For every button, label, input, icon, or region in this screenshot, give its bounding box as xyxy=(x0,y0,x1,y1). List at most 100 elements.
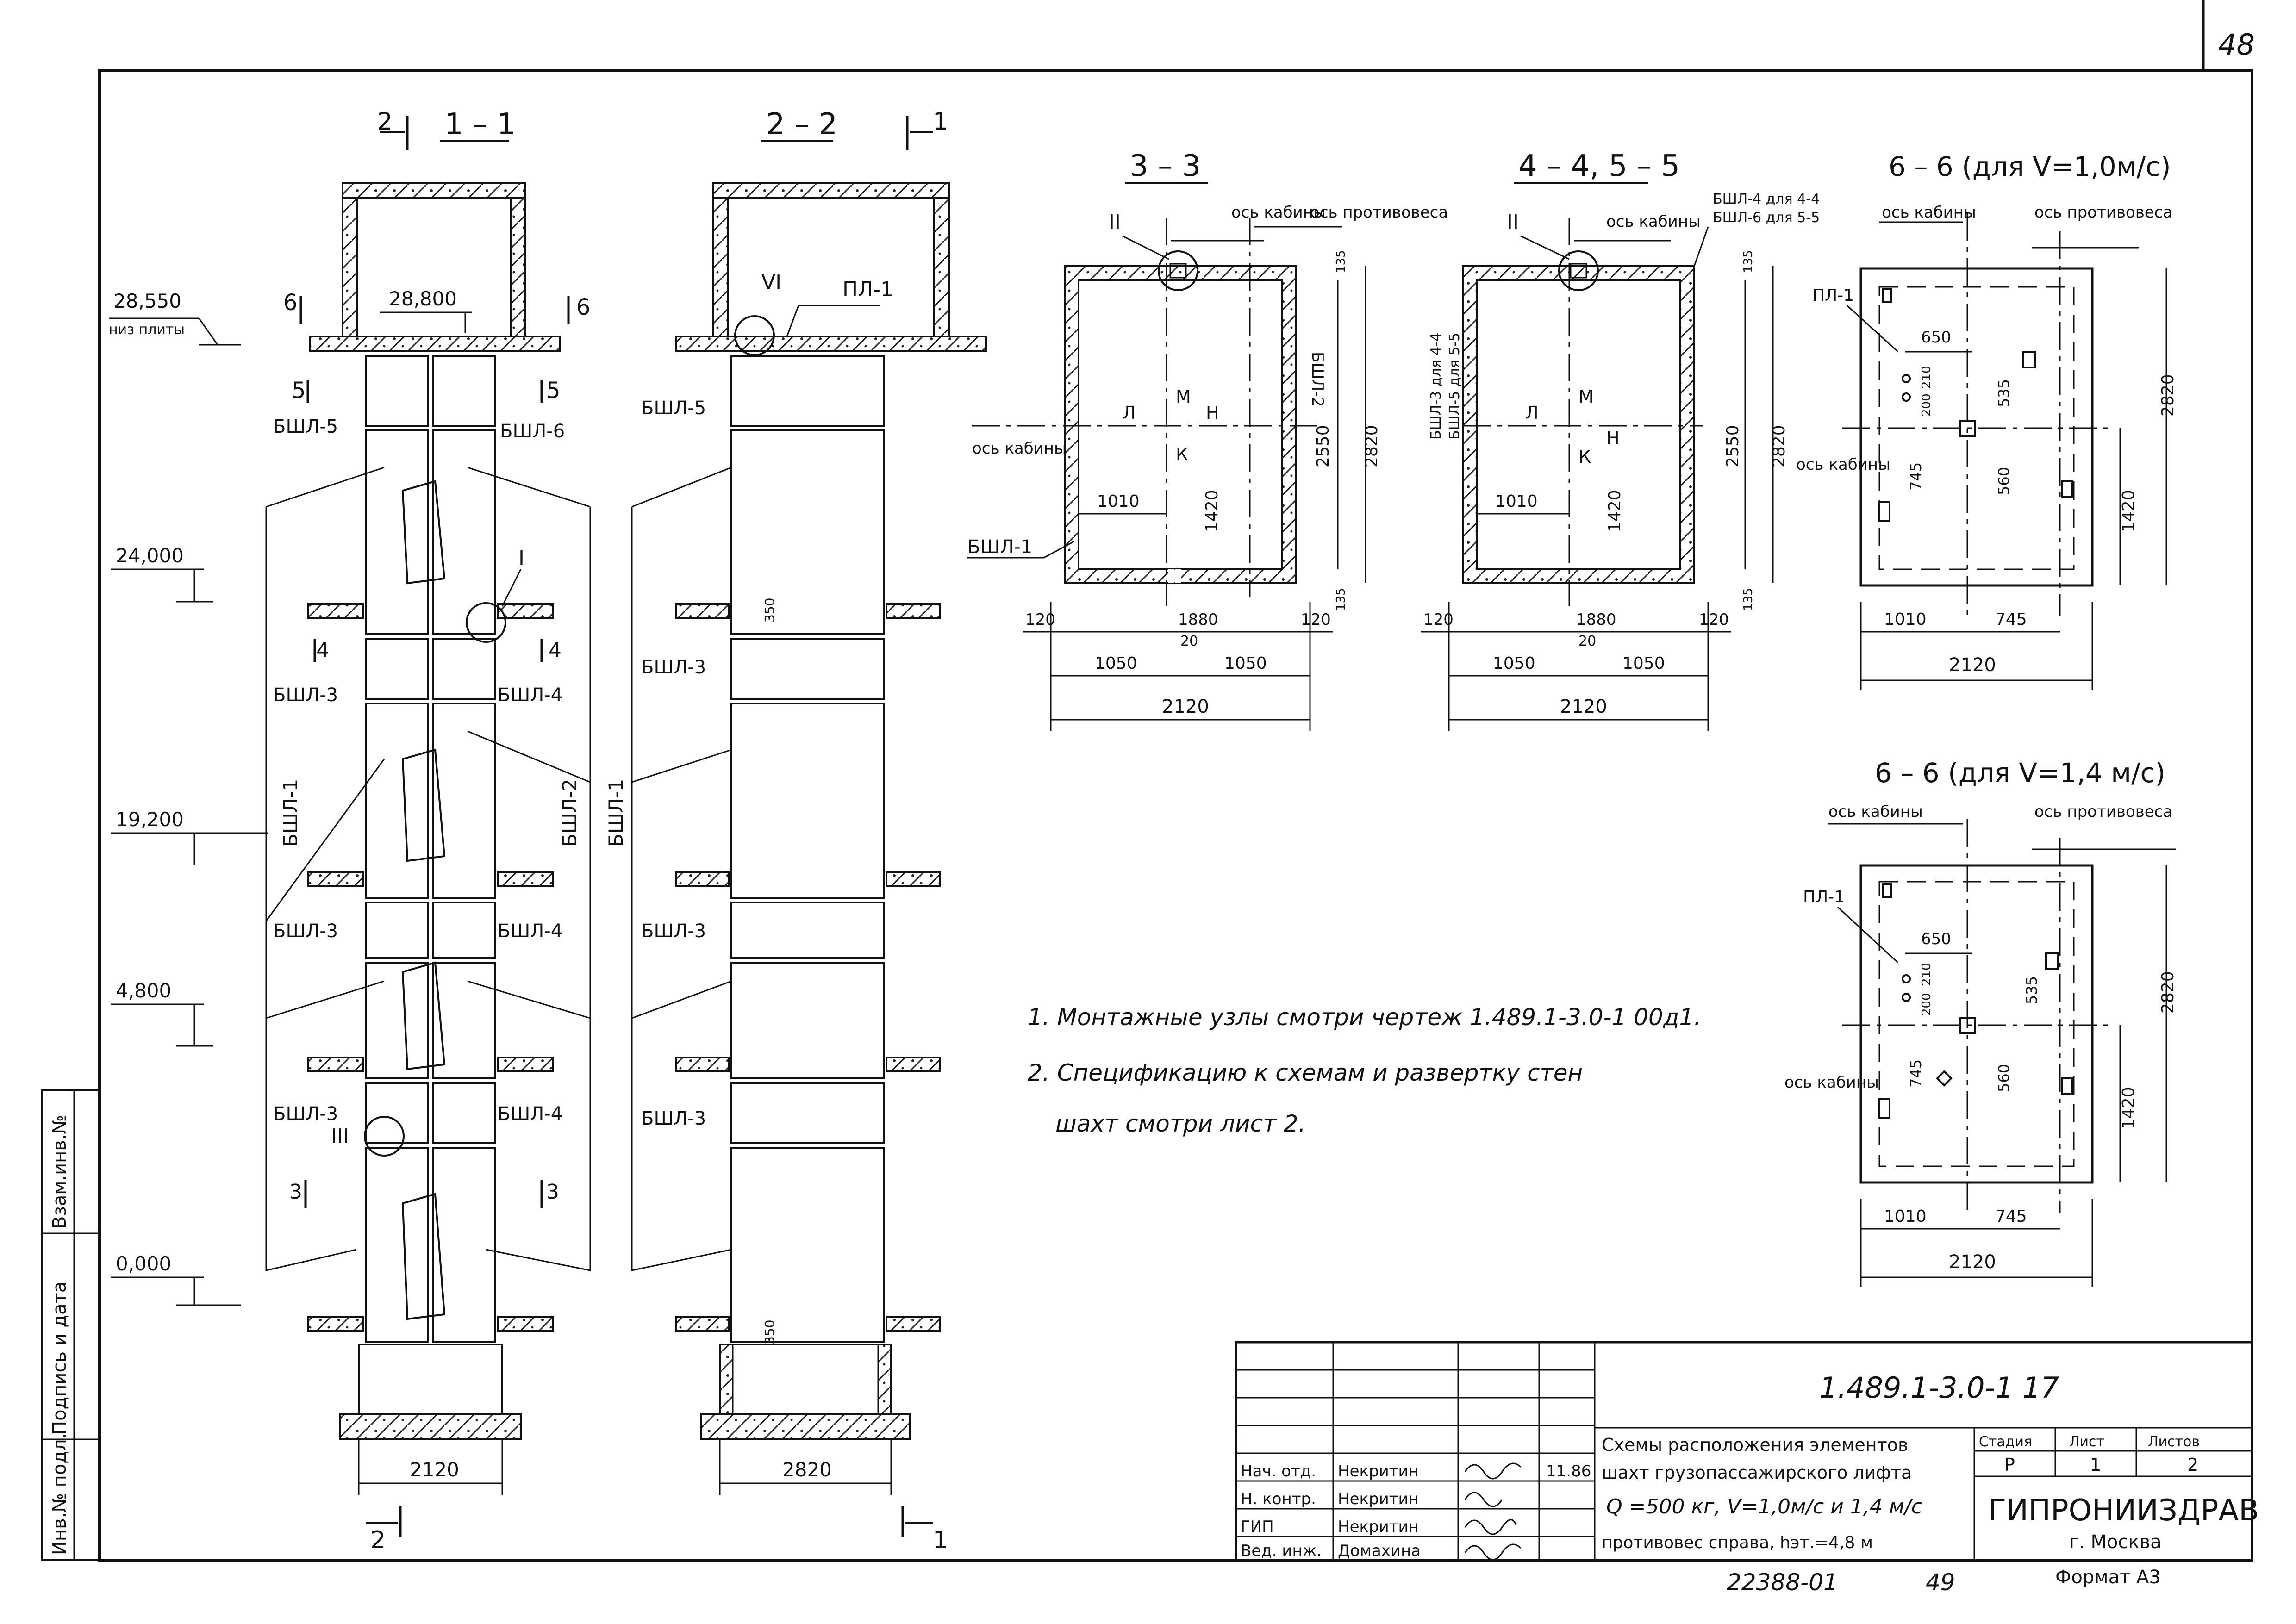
dim-745v-6-6a: 745 xyxy=(1907,462,1925,491)
elev-28550: 28,550 xyxy=(113,290,181,312)
section-2-2: 2 – 2 1 VI ПЛ-1 xyxy=(605,107,987,1554)
cut-4-left: 4 xyxy=(316,639,329,662)
node-III: III xyxy=(331,1125,349,1148)
dim-650-6-6a: 650 xyxy=(1921,328,1951,347)
signer-1-name: Некритин xyxy=(1338,1462,1419,1481)
cut-2-top: 2 xyxy=(377,108,393,136)
note-bshl4-4-4: БШЛ-4 для 4-4 xyxy=(1713,191,1820,207)
sheet-frame xyxy=(98,69,2253,1562)
arrow-K-3-3: К xyxy=(1176,444,1188,465)
label-bshl1: БШЛ-1 xyxy=(279,779,302,847)
note-1: 1. Монтажные узлы смотри чертеж 1.489.1-… xyxy=(1028,1004,1701,1031)
label-bshl6: БШЛ-6 xyxy=(500,421,565,442)
elev-28800: 28,800 xyxy=(389,287,457,310)
dim-2120-4-4: 2120 xyxy=(1560,696,1607,717)
label-bshl1-s22: БШЛ-1 xyxy=(605,779,627,847)
arrow-K-4-4: К xyxy=(1578,447,1591,467)
dim-1880-4-4: 1880 xyxy=(1576,610,1616,629)
dim-745-6-6b: 745 xyxy=(1995,1207,2027,1226)
label-bshl3-s22-a: БШЛ-3 xyxy=(641,657,706,678)
axis-counter-6-6b: ось противовеса xyxy=(2034,803,2172,821)
elev-note: низ плиты xyxy=(109,322,185,338)
label-bshl3-b: БШЛ-3 xyxy=(273,921,338,942)
label-bshl4-a: БШЛ-4 xyxy=(498,684,562,706)
label-bshl4-c: БШЛ-4 xyxy=(498,1103,562,1125)
label-pl1-6-6a: ПЛ-1 xyxy=(1812,286,1854,305)
dim-1050a-4-4: 1050 xyxy=(1493,654,1535,673)
section-1-1: 1 – 1 2 28,800 28,550 низ плиты 6 6 5 5 xyxy=(109,107,591,1554)
section-6-6b-title: 6 – 6 (для V=1,4 м/с) xyxy=(1875,757,2165,789)
dim-1420-3-3: 1420 xyxy=(1203,490,1222,532)
cut-3-left: 3 xyxy=(289,1180,302,1204)
axis-cabin-left-6-6a: ось кабины xyxy=(1796,455,1890,474)
note-2: 2. Спецификацию к схемам и развертку сте… xyxy=(1028,1059,1583,1086)
dim-20-4-4: 20 xyxy=(1578,633,1596,649)
signer-4-name: Домахина xyxy=(1338,1542,1421,1560)
title-line-2: шахт грузопассажирского лифта xyxy=(1602,1462,1912,1483)
label-bshl3-c: БШЛ-3 xyxy=(273,1103,338,1125)
elev-24000: 24,000 xyxy=(116,544,184,567)
dim-210-6-6b: 210 xyxy=(1920,963,1934,986)
note-bshl5-5-5: БШЛ-5 для 5-5 xyxy=(1447,333,1463,440)
label-bshl5: БШЛ-5 xyxy=(273,416,338,437)
dim-1420-4-4: 1420 xyxy=(1605,490,1624,532)
dim-1010-4-4: 1010 xyxy=(1495,492,1538,511)
dim-200-6-6a: 200 xyxy=(1920,393,1934,417)
dim-135a-4-4: 135 xyxy=(1741,250,1755,273)
dim-1420-6-6b: 1420 xyxy=(2119,1087,2138,1129)
val-sheets: 2 xyxy=(2187,1455,2198,1475)
cut-5-left: 5 xyxy=(292,378,306,404)
axis-cabin-3-3: ось кабины xyxy=(1231,203,1326,222)
label-bshl4-b: БШЛ-4 xyxy=(498,921,562,942)
dim-560-6-6a: 560 xyxy=(1995,467,2013,495)
col-stage: Стадия xyxy=(1979,1434,2032,1450)
cut-3-right: 3 xyxy=(546,1180,559,1204)
signer-3-role: ГИП xyxy=(1241,1518,1274,1536)
col-sheets: Листов xyxy=(2148,1434,2200,1450)
arrow-M-4-4: М xyxy=(1578,386,1594,407)
dim-1050a-3-3: 1050 xyxy=(1095,654,1137,673)
section-6-6a-title: 6 – 6 (для V=1,0м/с) xyxy=(1889,151,2171,182)
dim-2120-6-6b: 2120 xyxy=(1949,1251,1996,1273)
signatures xyxy=(1464,1462,1522,1561)
section-3-3-title: 3 – 3 xyxy=(1129,149,1201,183)
label-bshl3-s22-c: БШЛ-3 xyxy=(641,1108,706,1129)
cut-1-bottom: 1 xyxy=(933,1526,948,1554)
section-3-3: 3 – 3 II ось кабины ось противовеса ось … xyxy=(967,149,1448,731)
dim-width-2-2: 2820 xyxy=(782,1458,832,1481)
dim-1880-3-3: 1880 xyxy=(1178,610,1218,629)
dim-1010-6-6b: 1010 xyxy=(1884,1207,1927,1226)
signer-2-role: Н. контр. xyxy=(1241,1490,1316,1508)
side-stamp: Инв.№ подл. Подпись и дата Взам.инв.№ xyxy=(41,1089,100,1561)
val-stage: Р xyxy=(2004,1455,2015,1475)
signer-4-role: Вед. инж. xyxy=(1241,1542,1322,1560)
dim-745v-6-6b: 745 xyxy=(1907,1059,1925,1088)
dim-135b-4-4: 135 xyxy=(1741,588,1755,611)
dim-745-6-6a: 745 xyxy=(1995,610,2027,629)
signer-1-role: Нач. отд. xyxy=(1241,1462,1316,1481)
dim-350-a: 350 xyxy=(762,598,777,622)
cut-4-right: 4 xyxy=(549,639,562,662)
axis-cabin-left-6-6b: ось кабины xyxy=(1784,1073,1879,1092)
dim-120b-4-4: 120 xyxy=(1699,610,1729,629)
signer-2-name: Некритин xyxy=(1338,1490,1419,1508)
notes: 1. Монтажные узлы смотри чертеж 1.489.1-… xyxy=(1028,1004,1701,1137)
dim-20-3-3: 20 xyxy=(1180,633,1198,649)
stamp-sign-date: Подпись и дата xyxy=(49,1282,70,1435)
dim-1050b-3-3: 1050 xyxy=(1224,654,1267,673)
footer-number: 49 xyxy=(1926,1569,1955,1596)
section-6-6-v10: 6 – 6 (для V=1,0м/с) ось кабины ось прот… xyxy=(1796,151,2177,690)
title-line-4: противовес справа, hэт.=4,8 м xyxy=(1602,1533,1873,1552)
title-line-1: Схемы расположения элементов xyxy=(1602,1435,1908,1455)
elev-4800: 4,800 xyxy=(116,979,171,1002)
signer-1-date: 11.86 xyxy=(1546,1462,1591,1481)
note-2-cont: шахт смотри лист 2. xyxy=(1055,1110,1306,1137)
dim-2820-6-6b: 2820 xyxy=(2159,971,2177,1014)
sheet-number: 48 xyxy=(2218,28,2255,62)
axis-counter-3-3: ось противовеса xyxy=(1310,203,1448,222)
section-6-6-v14: 6 – 6 (для V=1,4 м/с) ось кабины ось про… xyxy=(1784,757,2177,1287)
axis-cabin-4-4: ось кабины xyxy=(1606,212,1701,231)
cut-6-right: 6 xyxy=(576,294,591,320)
label-bshl5-s22: БШЛ-5 xyxy=(641,398,706,419)
